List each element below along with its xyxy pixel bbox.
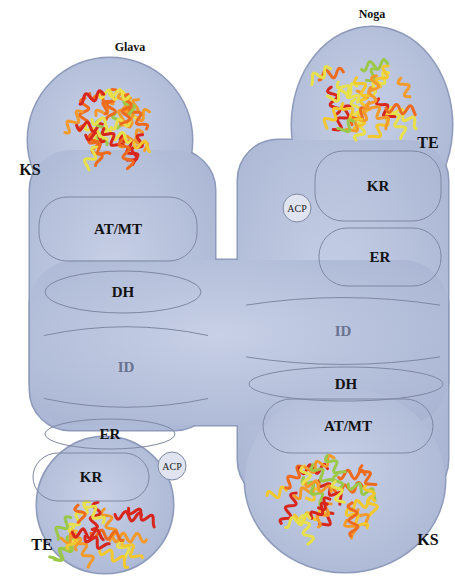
helix-stroke	[284, 514, 311, 528]
region-line	[249, 367, 443, 401]
domain-label: DH	[112, 284, 135, 301]
domain-label: AT/MT	[94, 221, 142, 238]
helix-stroke	[309, 501, 330, 521]
domain-region: ID	[40, 322, 212, 412]
module-label: Noga	[359, 8, 386, 21]
domain-region: DH	[44, 270, 202, 314]
acp-circle: ACP	[157, 451, 187, 481]
domain-region: ER	[44, 418, 176, 450]
helix-stroke	[358, 464, 376, 489]
helix-stroke	[98, 545, 131, 568]
region-line	[44, 327, 208, 408]
helix-stroke	[82, 499, 106, 526]
domain-label: ID	[335, 323, 352, 340]
region-line	[263, 399, 433, 453]
helix-stroke	[133, 139, 152, 152]
helix-stroke	[366, 75, 381, 108]
domain-label: KS	[19, 161, 40, 179]
domain-region: KR	[32, 452, 150, 502]
region-line	[45, 271, 201, 313]
region-line	[45, 419, 175, 449]
helix-stroke	[335, 79, 361, 105]
helix-stroke	[298, 515, 314, 545]
domain-region: ER	[318, 227, 442, 287]
domain-label: ER	[370, 249, 391, 266]
helix-stroke	[361, 59, 389, 71]
helix-stroke	[331, 480, 345, 504]
helix-stroke	[338, 118, 357, 136]
domain-label: ER	[100, 426, 121, 443]
acp-circle: ACP	[282, 193, 312, 223]
helix-stroke	[61, 109, 86, 135]
domain-label: DH	[335, 376, 358, 393]
acp-outline	[158, 452, 186, 480]
helix-stroke	[305, 454, 336, 475]
helix-stroke	[309, 462, 332, 487]
helix-stroke	[397, 76, 414, 98]
helix-stroke	[324, 453, 345, 478]
domain-label: TE	[31, 536, 52, 554]
region-line	[246, 298, 440, 365]
domain-label: KR	[367, 178, 390, 195]
protein-cluster	[61, 87, 152, 170]
helix-stroke	[72, 528, 104, 540]
region-line	[33, 453, 149, 501]
domain-region: KR	[314, 150, 442, 222]
helix-stroke	[91, 115, 109, 127]
helix-stroke	[348, 503, 359, 536]
protein-cluster	[266, 453, 379, 545]
region-line	[39, 197, 197, 261]
helix-stroke	[106, 101, 115, 119]
domain-region: DH	[248, 366, 444, 402]
helix-stroke	[78, 90, 105, 104]
helix-stroke	[307, 65, 333, 84]
helix-stroke	[108, 87, 130, 101]
helix-stroke	[321, 106, 343, 129]
region-line	[315, 151, 441, 221]
domain-region: AT/MT	[262, 398, 434, 454]
domain-label: KR	[80, 469, 103, 486]
domain-label: ID	[118, 359, 135, 376]
helix-stroke	[73, 504, 86, 522]
protein-cluster	[50, 499, 159, 568]
helix-stroke	[118, 138, 135, 169]
acp-outline	[283, 194, 311, 222]
domain-label: KS	[417, 531, 438, 549]
domain-region: AT/MT	[38, 196, 198, 262]
domain-label: ACP	[287, 203, 306, 214]
helix-stroke	[114, 510, 141, 522]
domain-label: AT/MT	[324, 418, 372, 435]
helix-stroke	[316, 496, 332, 512]
domain-label: TE	[417, 134, 438, 152]
module-label: Glava	[115, 41, 146, 54]
protein-cluster	[307, 59, 420, 142]
region-line	[319, 228, 441, 286]
domain-region: ID	[242, 294, 444, 368]
helix-stroke	[386, 103, 417, 114]
domain-label: ACP	[162, 461, 181, 472]
